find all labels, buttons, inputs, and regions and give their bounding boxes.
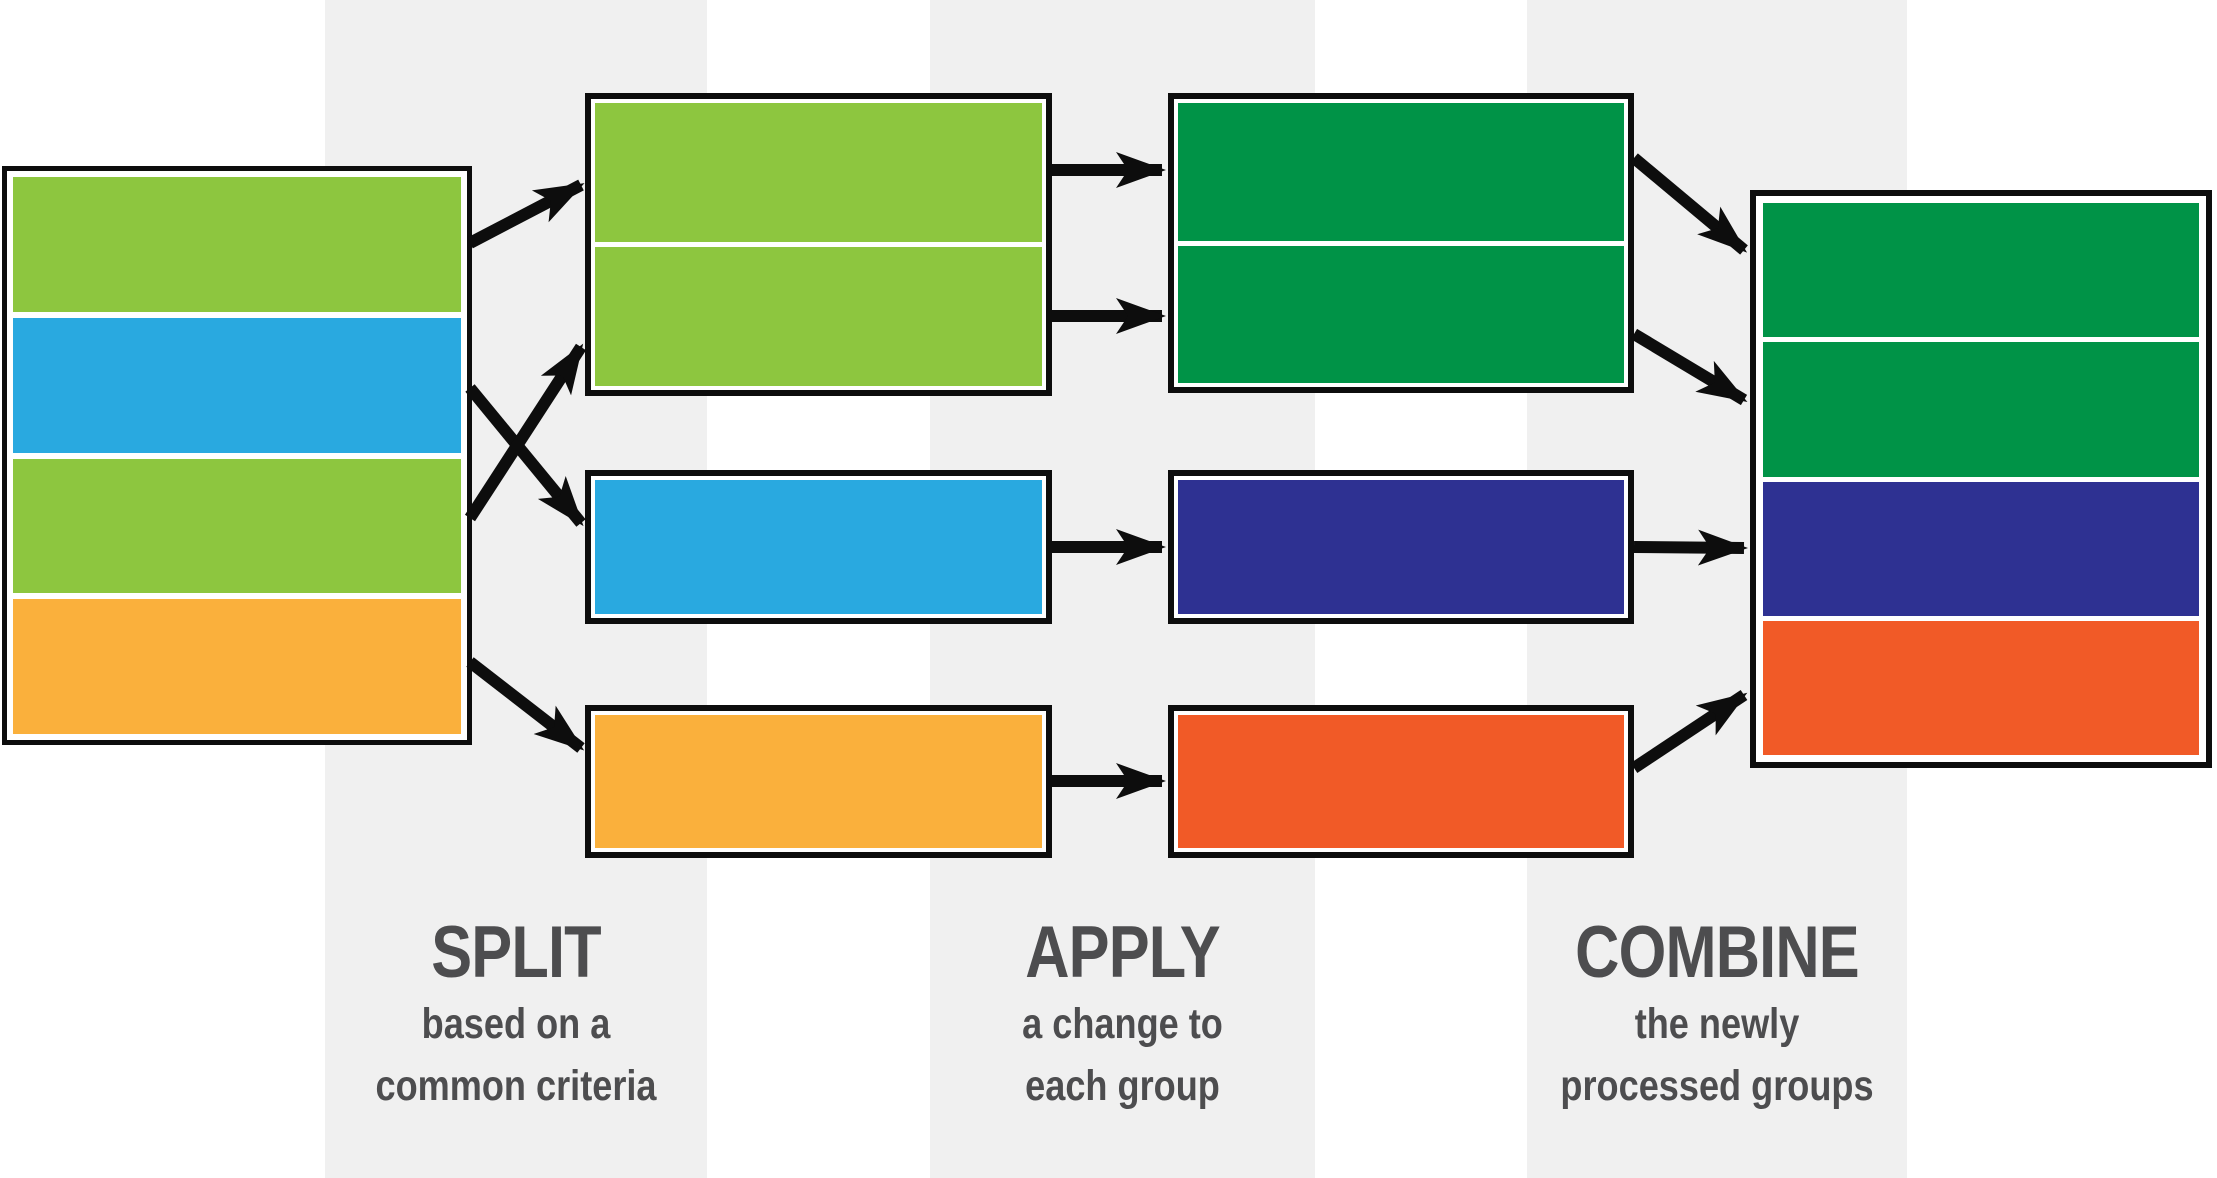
- flow-arrow-apply-group-green-row-2-to-combined-table-row-2: [1630, 328, 1748, 406]
- apply-group-navy: [1168, 470, 1634, 624]
- flow-arrow-apply-group-green-row-1-to-combined-table-row-1: [1630, 153, 1748, 255]
- split-group-green-row-2: [595, 247, 1042, 386]
- flow-arrow-apply-group-red-to-combined-table-row-4: [1630, 690, 1748, 773]
- stage-title-apply: APPLY: [1025, 912, 1220, 993]
- flow-arrow-source-table-row-3-to-split-group-green-row-2: [464, 343, 587, 522]
- apply-group-green-row-1: [1178, 103, 1624, 241]
- source-table-row-1: [13, 177, 461, 312]
- apply-group-green: [1168, 93, 1634, 393]
- apply-group-navy-row-1: [1178, 480, 1624, 614]
- split-group-orange-row-1: [595, 715, 1042, 848]
- flow-arrow-source-table-row-1-to-split-group-green-row-1: [467, 179, 585, 249]
- source-table-row-2: [13, 317, 461, 453]
- combined-table-row-3: [1763, 481, 2199, 616]
- split-group-green-row-1: [595, 103, 1042, 242]
- combined-table-row-4: [1763, 620, 2199, 755]
- split-group-orange: [585, 705, 1052, 858]
- stage-subtitle-line: a change to: [1022, 1000, 1223, 1048]
- stage-title-split: SPLIT: [431, 912, 601, 993]
- stage-subtitle-line: based on a: [421, 1000, 611, 1048]
- stage-subtitle-line: the newly: [1634, 1000, 1800, 1048]
- source-table-row-3: [13, 458, 461, 594]
- apply-group-red: [1168, 705, 1634, 858]
- apply-group-red-row-1: [1178, 715, 1624, 848]
- stage-label-split: SPLIT based on a common criteria: [356, 916, 677, 1118]
- apply-group-green-row-2: [1178, 245, 1624, 383]
- stage-subtitle-split: based on a common criteria: [356, 993, 677, 1118]
- split-group-green: [585, 93, 1052, 396]
- flow-arrow-source-table-row-2-to-split-group-blue: [465, 384, 586, 527]
- stage-subtitle-line: processed groups: [1560, 1062, 1874, 1111]
- combined-table-row-1: [1763, 203, 2199, 338]
- stage-subtitle-combine: the newly processed groups: [1557, 993, 1876, 1118]
- stage-label-apply: APPLY a change to each group: [961, 916, 1284, 1118]
- flow-arrow-apply-group-navy-to-combined-table-row-3: [1633, 529, 1748, 566]
- flow-arrow-source-table-row-4-to-split-group-orange: [466, 657, 585, 753]
- stage-subtitle-line: each group: [1025, 1062, 1220, 1111]
- combined-table: [1750, 190, 2212, 768]
- combined-table-row-2: [1763, 342, 2199, 477]
- source-table-row-4: [13, 599, 461, 734]
- stage-subtitle-line: common criteria: [375, 1062, 657, 1111]
- split-group-blue-row-1: [595, 480, 1042, 614]
- stage-label-combine: COMBINE the newly processed groups: [1557, 916, 1876, 1118]
- stage-title-combine: COMBINE: [1575, 912, 1860, 993]
- split-group-blue: [585, 470, 1052, 624]
- stage-subtitle-apply: a change to each group: [961, 993, 1284, 1118]
